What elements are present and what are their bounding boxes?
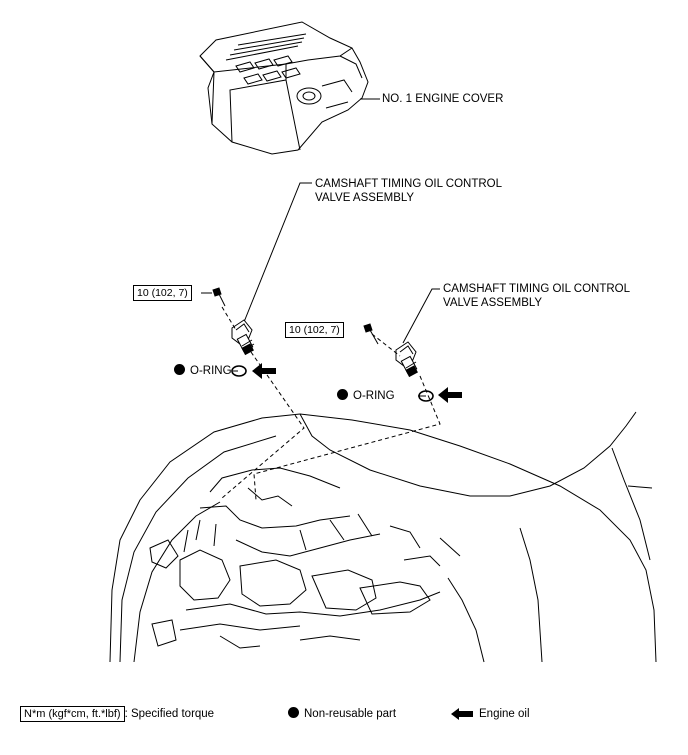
installation-dashed-lines	[221, 306, 441, 501]
engine-cover-label: NO. 1 ENGINE COVER	[382, 93, 504, 105]
oil-control-valve-1	[231, 319, 255, 356]
legend-engine-oil-text: Engine oil	[479, 708, 530, 720]
bolt-1	[212, 287, 226, 307]
o-ring-1-text: O-RING	[190, 365, 232, 377]
torque-box-bolt-1: 10 (102, 7)	[133, 285, 192, 301]
engine-cover-illustration	[199, 21, 369, 155]
torque-box-bolt-2: 10 (102, 7)	[285, 322, 344, 338]
non-reusable-dot-icon	[174, 364, 185, 375]
oil-control-valve-2	[395, 341, 418, 378]
valve-2-label-line2: VALVE ASSEMBLY	[443, 297, 543, 309]
legend-nonreusable-text: Non-reusable part	[304, 708, 397, 720]
o-ring-2-text: O-RING	[353, 390, 395, 402]
non-reusable-dot-icon	[337, 389, 348, 400]
non-reusable-dot-icon	[288, 707, 299, 718]
engine-oil-arrow-icon	[451, 707, 473, 720]
valve-2-label-line1: CAMSHAFT TIMING OIL CONTROL	[443, 283, 630, 295]
cover-vent-slots	[235, 55, 301, 85]
legend-torque-text: : Specified torque	[124, 708, 215, 720]
o-ring-2-label: O-RING	[337, 389, 395, 403]
legend-engine-oil: Engine oil	[451, 706, 530, 722]
legend-torque-unit-box: N*m (kgf*cm, ft.*lbf)	[20, 706, 125, 722]
legend-nonreusable: Non-reusable part	[288, 706, 396, 722]
o-ring-1	[231, 365, 247, 377]
valve-2-leader	[402, 288, 440, 344]
legend-torque: N*m (kgf*cm, ft.*lbf): Specified torque	[20, 706, 214, 722]
valve-1-label-line2: VALVE ASSEMBLY	[315, 192, 415, 204]
o-ring-1-label: O-RING	[174, 364, 232, 378]
engine-bay-illustration	[109, 411, 657, 663]
valve-1-label-line1: CAMSHAFT TIMING OIL CONTROL	[315, 178, 502, 190]
engine-oil-arrow-icon	[438, 387, 462, 403]
bolt-2	[363, 323, 379, 345]
toyota-logo-icon	[296, 87, 322, 105]
valve-1-leader	[243, 182, 312, 323]
